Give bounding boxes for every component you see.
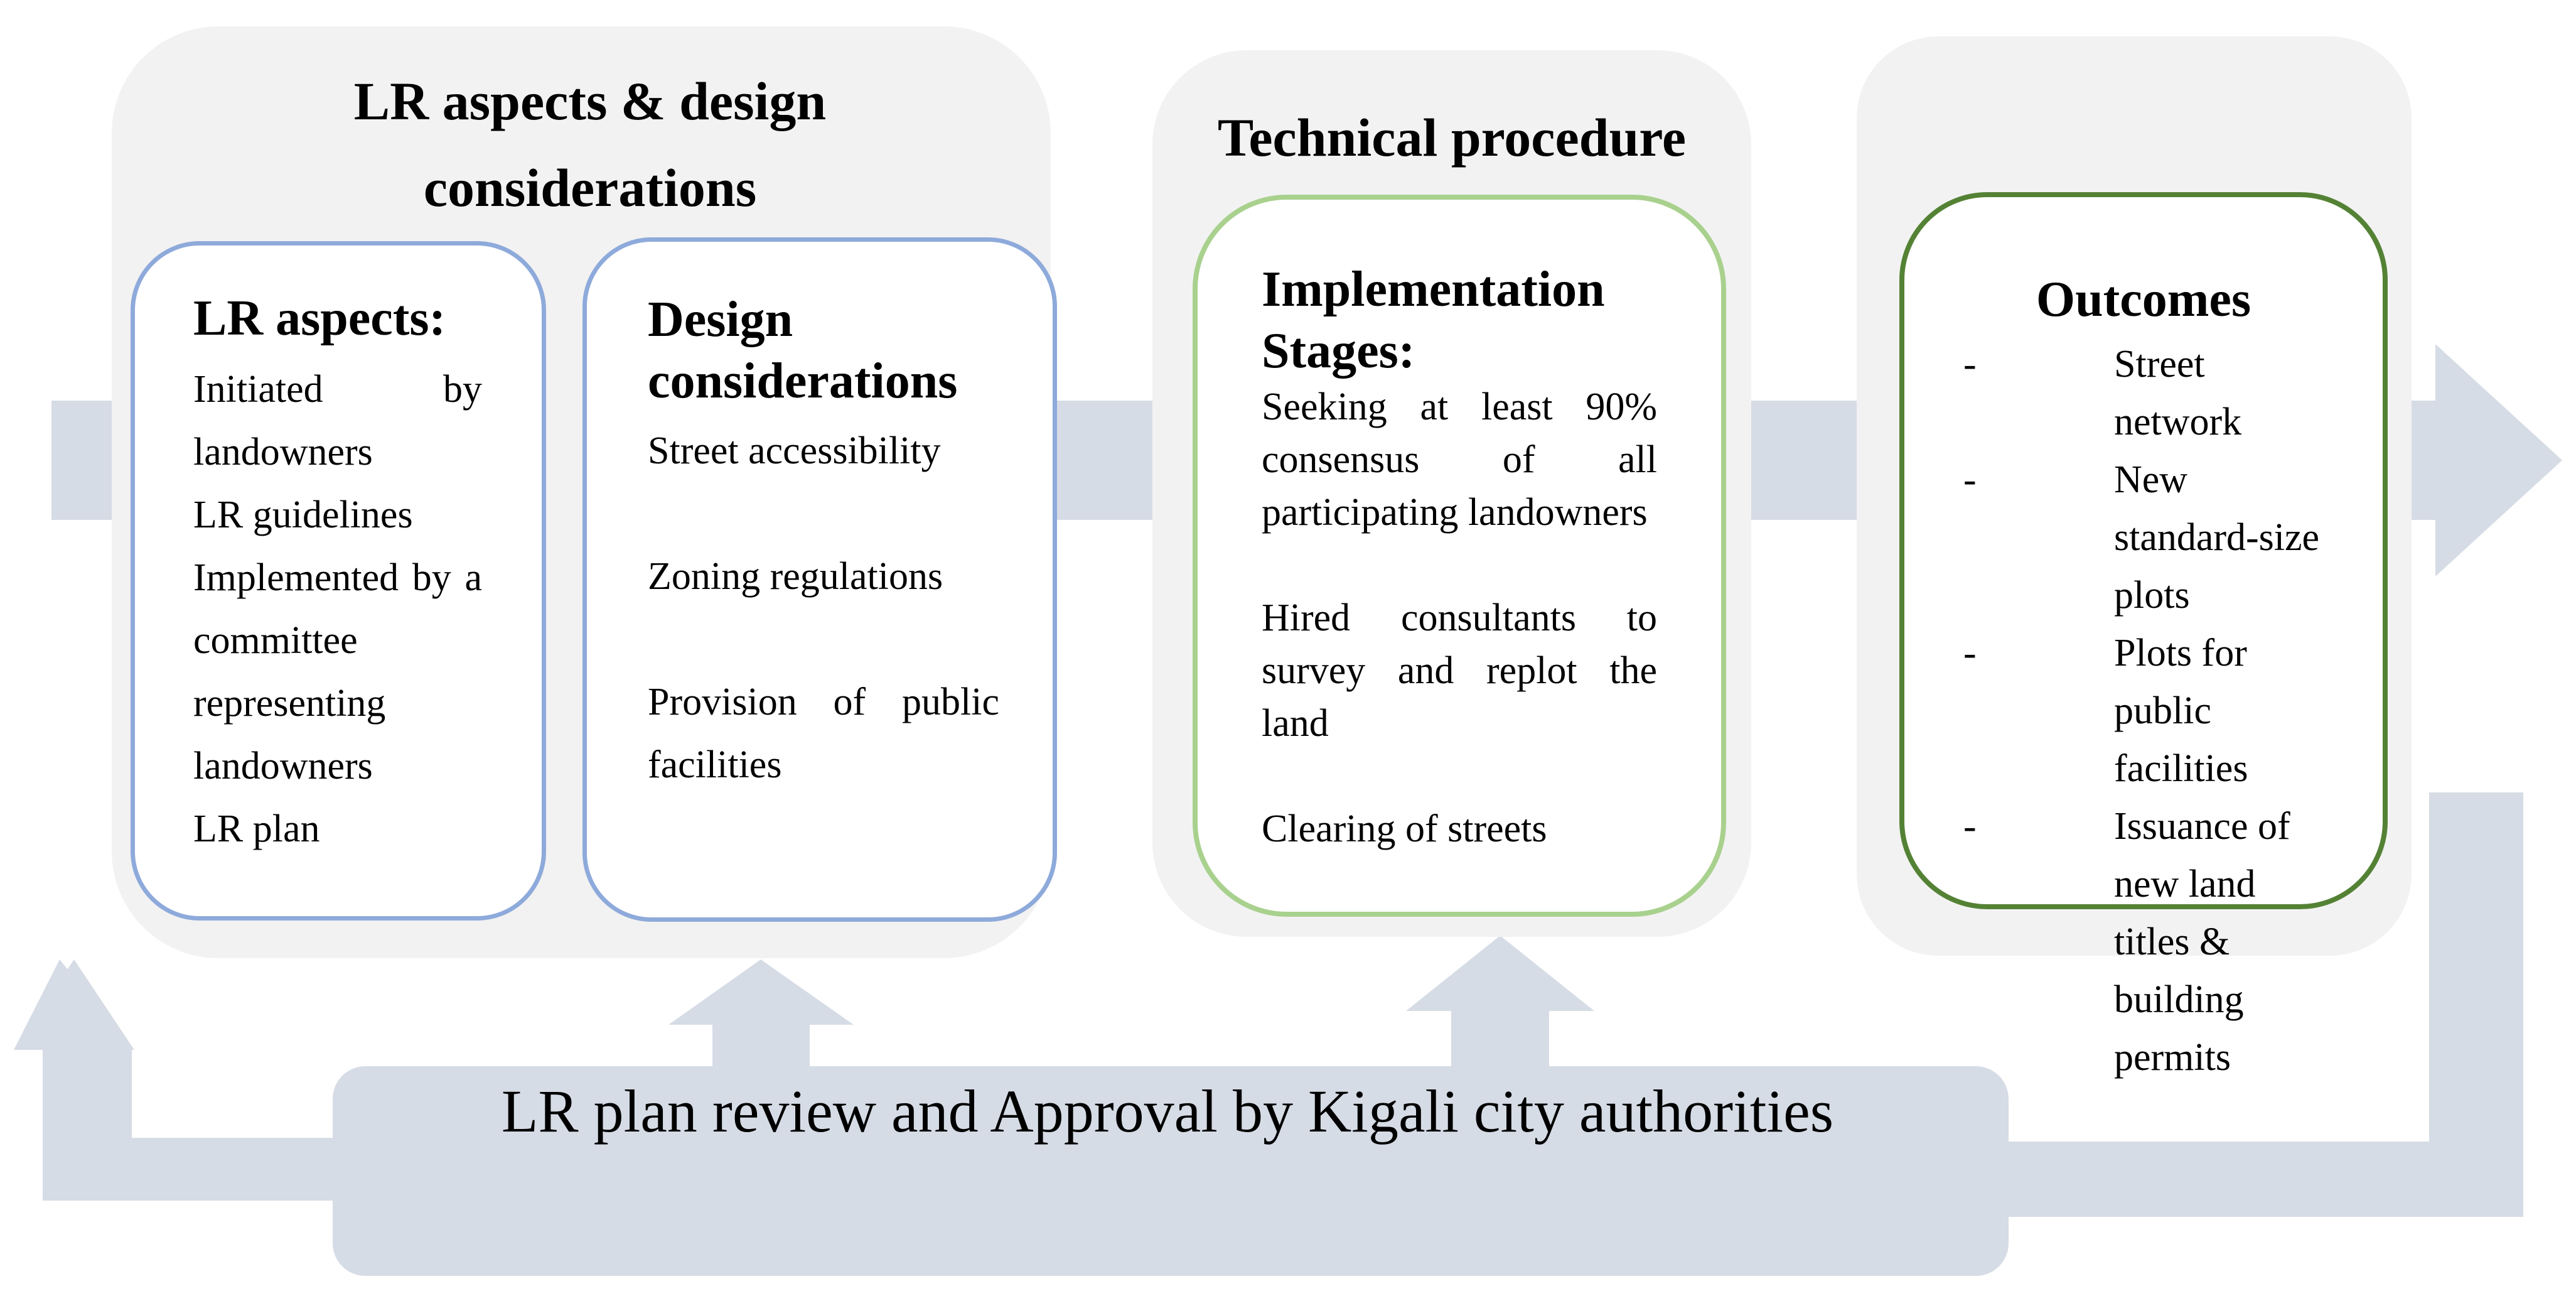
design-considerations-card — [582, 237, 1057, 922]
lr-aspects-item-3: Implemented by a committee representing … — [193, 556, 482, 787]
outcome-item: - Street network — [1963, 335, 2340, 451]
feedback-arrow-left-head — [14, 959, 134, 1050]
lr-design-title: LR aspects & design considerations — [353, 71, 827, 218]
outcome-label: Issuance of new land titles & building p… — [2114, 805, 2290, 1079]
outcome-label: Street network — [2114, 343, 2242, 443]
implementation-item-3: Clearing of streets — [1262, 808, 1547, 850]
lr-aspects-heading: LR aspects: — [193, 291, 446, 346]
implementation-item-1: Seeking at least 90% consensus of all pa… — [1262, 386, 1657, 534]
implementation-heading: Implementation Stages: — [1262, 262, 1605, 379]
outcome-label: Plots for public facilities — [2114, 632, 2248, 790]
outcome-item: - New standard-size plots — [1963, 451, 2340, 624]
outcomes-list: - Street network - New standard-size plo… — [1963, 335, 2340, 1086]
design-item-1: Street accessibility — [648, 429, 941, 472]
review-bar — [333, 1066, 2009, 1276]
design-item-3: Provision of public facilities — [648, 681, 999, 786]
design-item-2: Zoning regulations — [648, 555, 943, 598]
outcome-item: - Plots for public facilities — [1963, 624, 2340, 797]
feedback-arrow-technical — [1406, 936, 1594, 1080]
implementation-card — [1193, 195, 1726, 917]
outcomes-heading: Outcomes — [2036, 272, 2251, 327]
implementation-item-2: Hired consultants to survey and replot t… — [1262, 597, 1657, 745]
review-bar-label: LR plan review and Approval by Kigali ci… — [501, 1078, 1834, 1145]
outcomes-card — [1899, 192, 2388, 909]
design-considerations-heading: Design considerations — [648, 292, 958, 409]
bullet-dash: - — [1963, 343, 1977, 386]
feedback-connector-right — [1983, 792, 2523, 1217]
feedback-arrow-design — [668, 959, 854, 1080]
technical-title: Technical procedure — [1217, 107, 1687, 168]
bullet-dash: - — [1963, 458, 1977, 501]
bullet-dash: - — [1963, 632, 1977, 674]
bullet-dash: - — [1963, 805, 1977, 848]
lr-aspects-item-4: LR plan — [193, 808, 320, 850]
outcome-label: New standard-size plots — [2114, 458, 2320, 617]
lr-aspects-card — [131, 241, 546, 921]
outcome-item: - Issuance of new land titles & building… — [1963, 797, 2340, 1086]
lr-aspects-item-2: LR guidelines — [193, 494, 413, 536]
lr-aspects-item-1: Initiated by landowners — [193, 368, 482, 473]
